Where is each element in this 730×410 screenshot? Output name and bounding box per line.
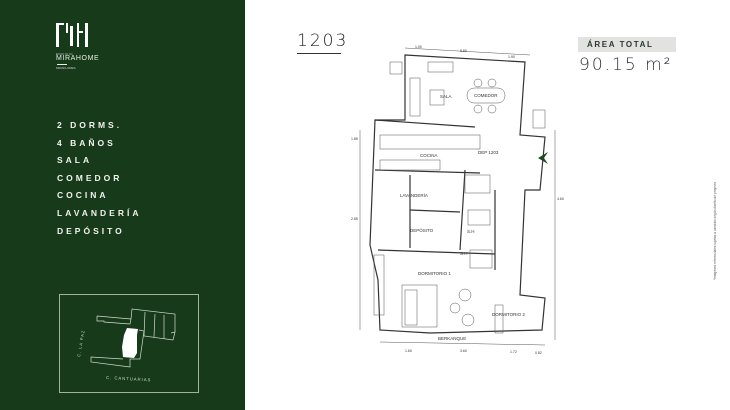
area-value: 90.15 m² <box>579 55 673 75</box>
dimension-label: 0.82 <box>535 351 542 355</box>
feature-item: COMEDOR <box>57 172 123 183</box>
brand-location: MIRAFLORES <box>56 66 76 70</box>
room-label: BERKANQUE <box>438 336 466 341</box>
room-label: SALA <box>440 94 452 99</box>
disclaimer-text: *Imágenes referenciales sujetas a cambio… <box>713 181 717 280</box>
title-underline <box>297 53 341 54</box>
feature-list: 2 DORMS. 4 BAÑOS SALA COMEDOR COCINA LAV… <box>57 119 141 242</box>
room-label: S.H <box>460 251 468 256</box>
site-location-map: C. LA PAZ C. CANTUARIAS <box>59 294 199 393</box>
dimension-label: 1.00 <box>415 45 422 49</box>
dimension-label: 1.90 <box>508 55 515 59</box>
feature-item: COCINA <box>57 190 109 201</box>
room-label: COCINA <box>420 153 438 158</box>
dimension-label: 2.85 <box>351 217 358 221</box>
dimension-label: 3.60 <box>460 349 467 353</box>
left-panel: EDIFICIO MIRAHOME MIRAFLORES 2 DORMS. 4 … <box>0 0 245 410</box>
dimension-label: 1.60 <box>405 349 412 353</box>
brand-divider <box>57 64 67 65</box>
room-label: DEPÓSITO <box>410 227 434 233</box>
room-label: DORMITORIO 2 <box>492 312 525 317</box>
unit-number: 1203 <box>297 31 349 51</box>
room-label: LAVANDERÍA <box>400 192 428 198</box>
street-label-cantuarias: C. CANTUARIAS <box>106 375 152 382</box>
dimension-label: 1.85 <box>351 137 358 141</box>
dimension-label: 5.80 <box>460 49 467 53</box>
room-label: DORMITORIO 1 <box>418 271 451 276</box>
dimension-label: 4.60 <box>557 197 564 201</box>
room-label: S.H <box>467 229 475 234</box>
feature-item: 2 DORMS. <box>57 120 123 130</box>
room-label: DEP 1203 <box>478 150 499 155</box>
dimension-label: 1.72 <box>510 350 517 354</box>
area-label-box: ÁREA TOTAL <box>578 37 676 52</box>
feature-item: DEPÓSITO <box>57 225 125 236</box>
brand-tagline: EDIFICIO <box>56 52 74 56</box>
room-label: COMEDOR <box>474 93 498 98</box>
floor-plan: SALA COMEDOR COCINA DEP 1203 LAVANDERÍA … <box>351 45 564 355</box>
feature-item: SALA <box>57 155 93 166</box>
feature-item: LAVANDERÍA <box>57 207 142 218</box>
brand-name: MIRAHOME <box>56 55 100 62</box>
entrance-arrow-icon <box>538 152 548 164</box>
street-label-la-paz: C. LA PAZ <box>76 329 86 357</box>
feature-item: 4 BAÑOS <box>57 137 116 148</box>
area-label: ÁREA TOTAL <box>587 40 654 49</box>
